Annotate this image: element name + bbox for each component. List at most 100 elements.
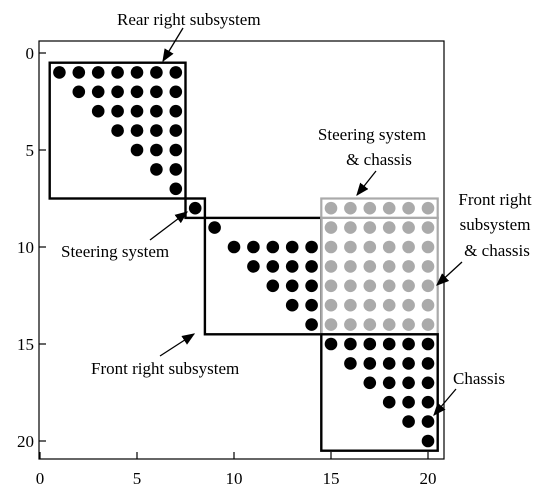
black-matrix-point — [285, 240, 299, 254]
gray-matrix-point — [324, 318, 338, 331]
gray-matrix-point — [421, 318, 435, 331]
arrow-chassis — [433, 388, 457, 416]
black-matrix-point — [305, 318, 318, 331]
black-matrix-point — [363, 357, 377, 370]
label-steering-chassis-line2: & chassis — [346, 150, 412, 169]
black-matrix-point — [188, 201, 202, 215]
black-matrix-point — [421, 415, 435, 428]
black-matrix-point — [150, 124, 163, 137]
label-front-right-chassis-line2: subsystem — [460, 215, 531, 234]
box-steering-chassis — [320, 197, 439, 219]
black-matrix-point — [402, 357, 415, 370]
gray-matrix-point — [402, 260, 415, 273]
x-tick-label: 20 — [420, 469, 437, 488]
black-matrix-point — [382, 395, 396, 409]
gray-matrix-point — [344, 279, 357, 293]
black-matrix-point — [72, 66, 86, 79]
gray-matrix-point — [382, 260, 396, 273]
gray-matrix-point — [324, 201, 338, 215]
black-matrix-point — [305, 240, 318, 254]
black-matrix-point — [285, 279, 299, 293]
black-matrix-point — [227, 240, 241, 254]
black-matrix-point — [324, 337, 338, 351]
black-matrix-point — [169, 163, 183, 176]
gray-matrix-point — [324, 240, 338, 254]
black-matrix-point — [111, 85, 124, 99]
black-matrix-point — [266, 240, 280, 254]
box-steering-system — [184, 197, 207, 220]
gray-matrix-point — [402, 201, 415, 215]
black-matrix-point — [130, 143, 144, 157]
gray-matrix-point — [344, 298, 357, 312]
arrow-steering-chassis — [356, 170, 377, 197]
gray-matrix-point — [344, 260, 357, 273]
box-chassis — [320, 333, 439, 452]
black-matrix-point — [169, 182, 183, 196]
x-tick-label: 0 — [36, 469, 45, 488]
black-matrix-point — [421, 337, 435, 351]
gray-matrix-point — [344, 201, 357, 215]
gray-matrix-point — [421, 240, 435, 254]
label-front-right-chassis-line1: Front right — [458, 190, 531, 209]
black-matrix-point — [382, 357, 396, 370]
black-matrix-point — [382, 376, 396, 390]
gray-matrix-point — [324, 298, 338, 312]
black-matrix-point — [247, 260, 260, 273]
gray-matrix-point — [324, 260, 338, 273]
label-steering-system: Steering system — [61, 242, 169, 261]
black-matrix-point — [285, 298, 299, 312]
black-matrix-point — [208, 221, 221, 234]
black-matrix-point — [72, 85, 86, 99]
gray-matrix-point — [421, 221, 435, 234]
black-matrix-point — [169, 124, 183, 137]
gray-matrix-point — [363, 298, 377, 312]
black-matrix-point — [130, 85, 144, 99]
gray-matrix-point — [382, 201, 396, 215]
x-tick-label: 5 — [133, 469, 142, 488]
black-matrix-point — [421, 376, 435, 390]
gray-matrix-point — [402, 298, 415, 312]
gray-matrix-point — [324, 221, 338, 234]
black-matrix-point — [305, 260, 318, 273]
box-rear-right-subsystem — [48, 61, 187, 200]
label-chassis: Chassis — [453, 369, 505, 388]
black-matrix-point — [169, 104, 183, 118]
gray-matrix-point — [382, 240, 396, 254]
gray-matrix-point — [363, 221, 377, 234]
black-matrix-point — [402, 415, 415, 428]
gray-matrix-point — [382, 298, 396, 312]
y-tick-label: 15 — [17, 335, 34, 354]
gray-matrix-point — [382, 221, 396, 234]
black-matrix-point — [150, 143, 163, 157]
gray-matrix-point — [402, 221, 415, 234]
black-matrix-point — [150, 85, 163, 99]
black-matrix-point — [421, 357, 435, 370]
black-matrix-point — [111, 104, 124, 118]
gray-matrix-point — [421, 298, 435, 312]
y-tick-label: 5 — [26, 141, 35, 160]
gray-matrix-point — [363, 201, 377, 215]
black-matrix-point — [53, 66, 66, 79]
black-matrix-point — [266, 260, 280, 273]
black-matrix-point — [111, 66, 124, 79]
black-matrix-point — [150, 66, 163, 79]
gray-matrix-point — [421, 279, 435, 293]
black-matrix-point — [91, 85, 105, 99]
y-tick-label: 0 — [26, 44, 35, 63]
black-matrix-point — [130, 124, 144, 137]
black-matrix-point — [421, 395, 435, 409]
gray-matrix-point — [382, 279, 396, 293]
black-matrix-point — [363, 337, 377, 351]
gray-matrix-point — [421, 260, 435, 273]
gray-matrix-point — [344, 221, 357, 234]
gray-matrix-point — [344, 240, 357, 254]
gray-matrix-point — [363, 260, 377, 273]
gray-matrix-point — [402, 279, 415, 293]
black-matrix-point — [402, 395, 415, 409]
arrow-rear-right-subsystem — [162, 27, 184, 63]
gray-matrix-point — [382, 318, 396, 331]
label-front-right-chassis-line3: & chassis — [464, 241, 530, 260]
black-matrix-point — [305, 298, 318, 312]
black-matrix-point — [150, 163, 163, 176]
